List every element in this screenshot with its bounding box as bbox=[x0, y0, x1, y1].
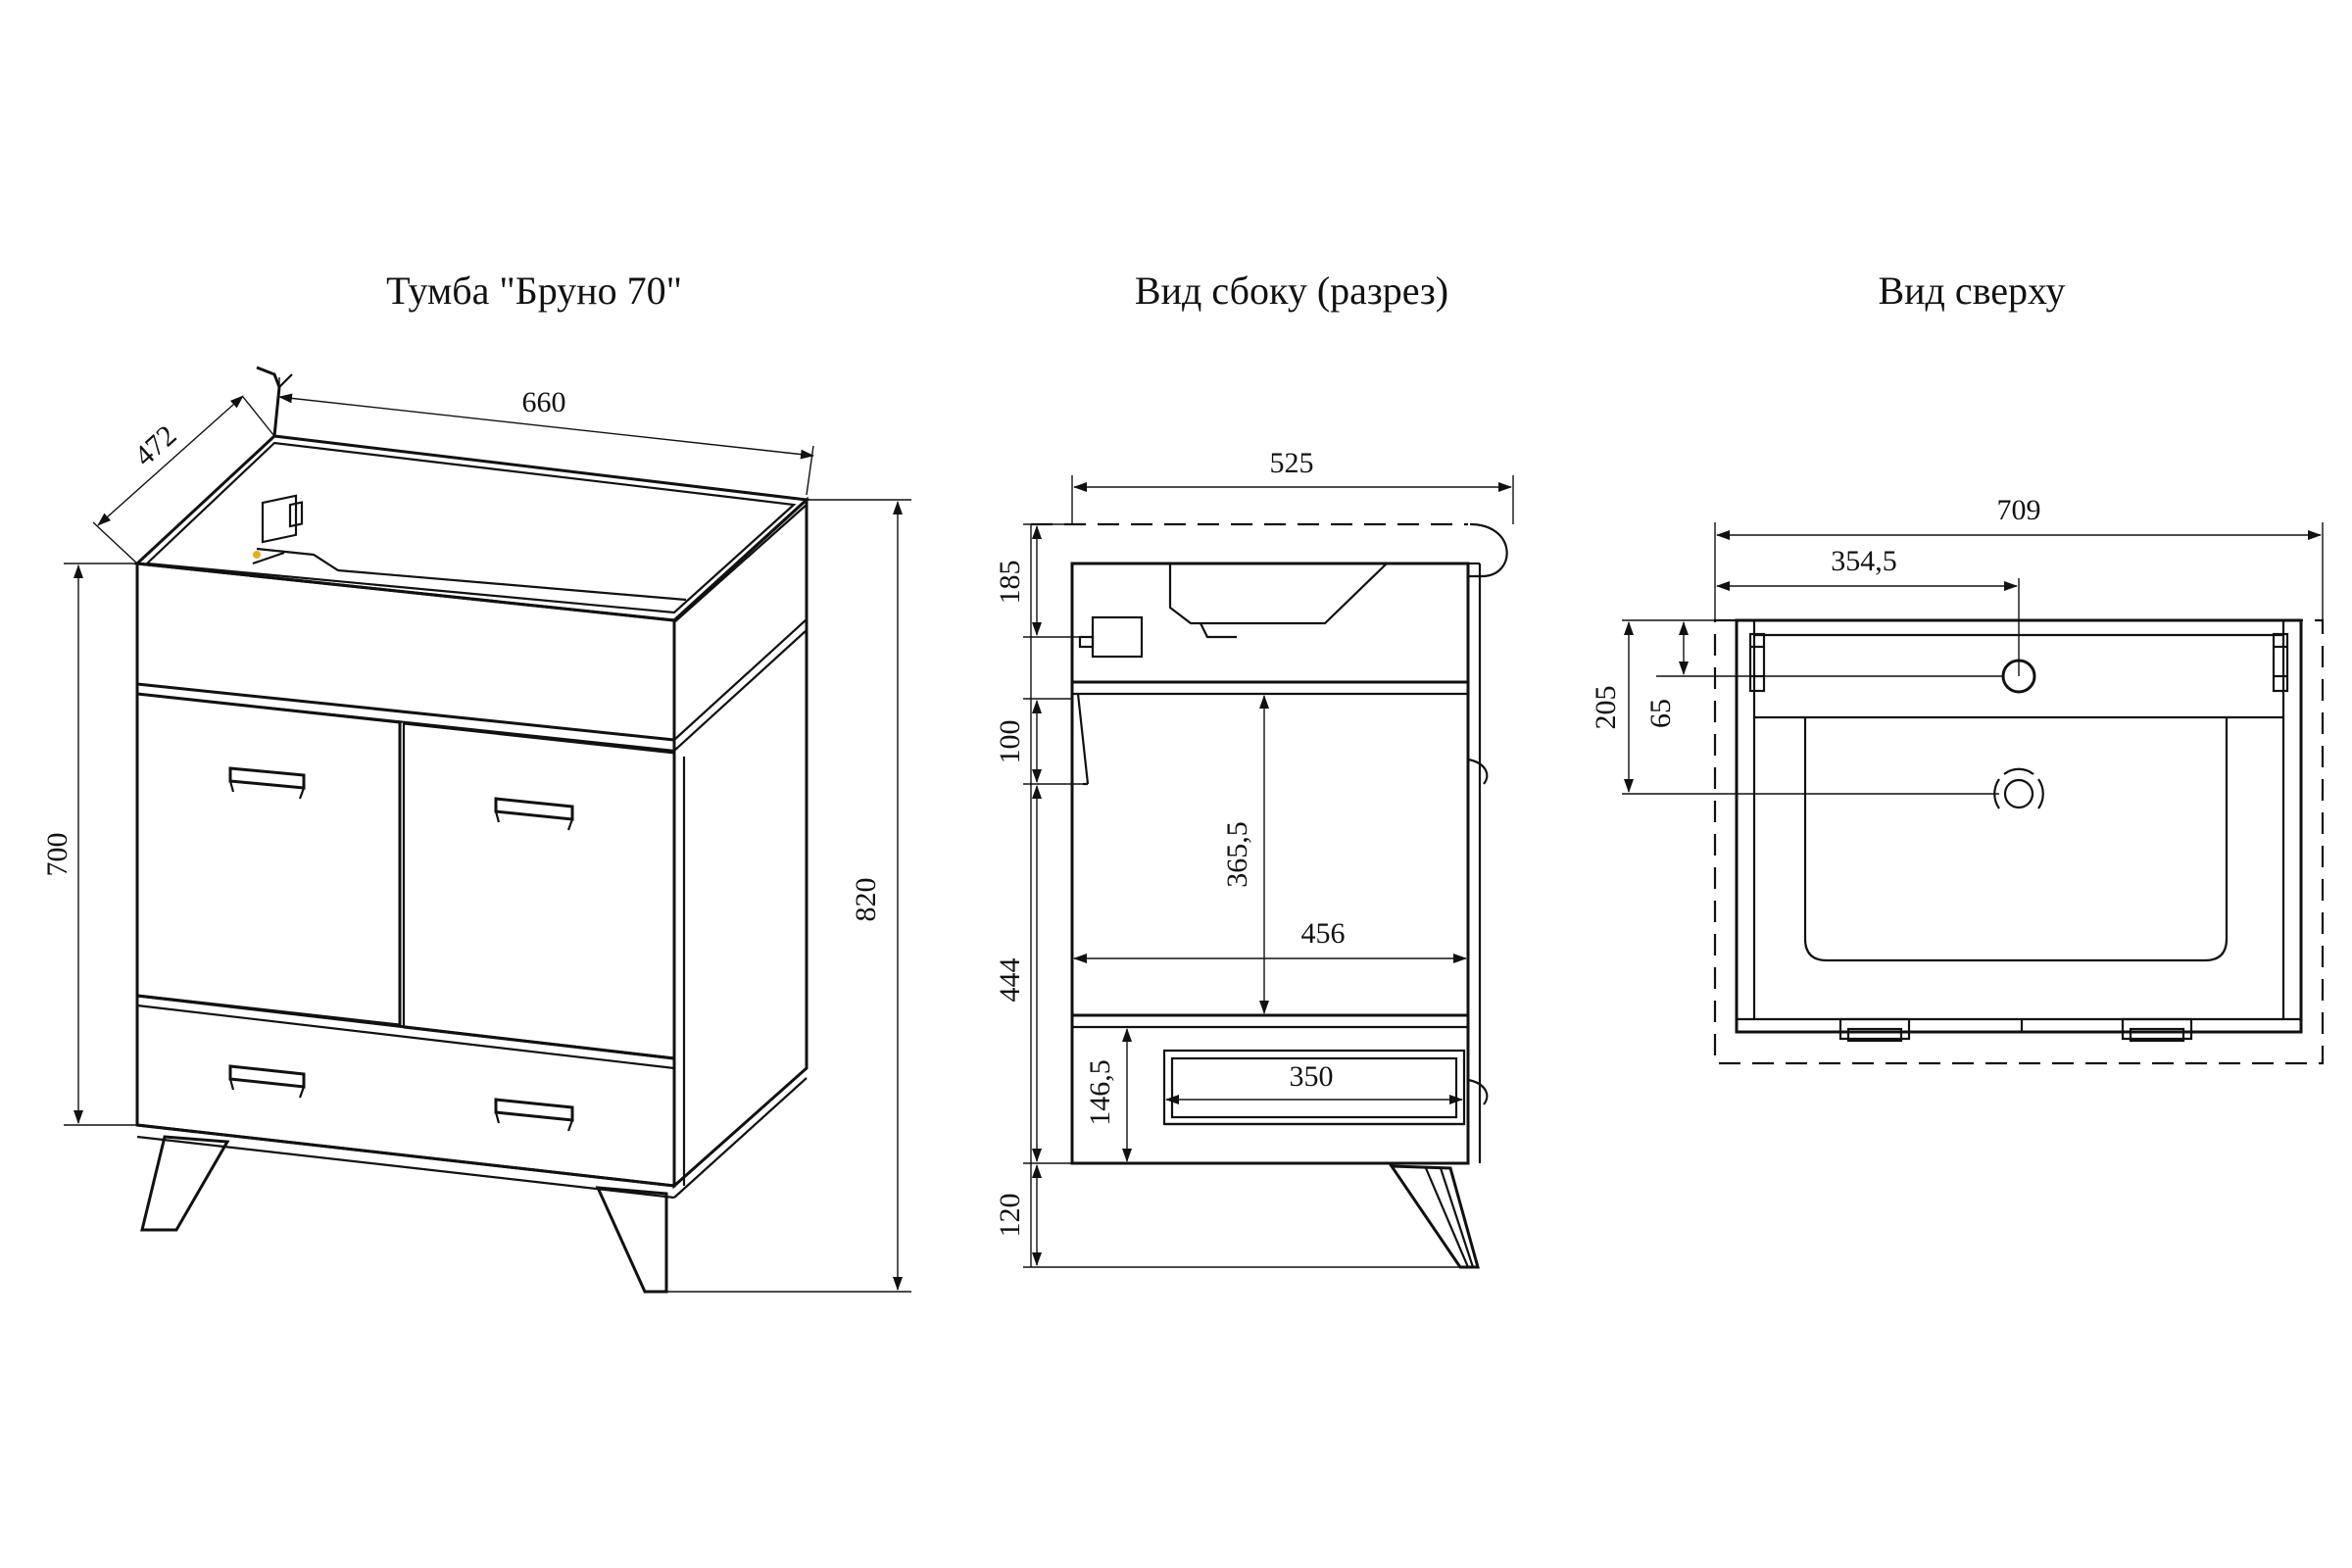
handle-icon bbox=[228, 1064, 306, 1099]
basin-bowl bbox=[1754, 715, 2283, 962]
dim-top-width: 709 bbox=[1997, 494, 2041, 526]
hinge-icon bbox=[1748, 632, 1766, 693]
dim-side-legs: 120 bbox=[994, 1194, 1026, 1238]
handle-icon bbox=[494, 1098, 574, 1132]
dim-top-depth: 205 bbox=[1590, 686, 1622, 730]
dim-side-lower-height: 444 bbox=[994, 958, 1026, 1003]
leg-left bbox=[140, 1135, 230, 1232]
dim-side-depth: 525 bbox=[1270, 447, 1314, 479]
handle-icon bbox=[494, 797, 574, 831]
drain-icon bbox=[2003, 778, 2034, 809]
hinge-icon bbox=[2272, 632, 2289, 693]
title-side-view: Вид сбоку (разрез) bbox=[1135, 269, 1448, 313]
door-right bbox=[403, 721, 676, 1060]
cabinet-top-outline bbox=[1735, 618, 2303, 1034]
dim-width-front: 660 bbox=[522, 386, 566, 418]
accent-marker bbox=[253, 551, 261, 559]
dim-side-inner-height: 365,5 bbox=[1221, 821, 1253, 888]
dim-depth-front: 472 bbox=[128, 419, 183, 473]
handle-icon bbox=[228, 766, 306, 800]
cabinet-front bbox=[135, 562, 676, 1188]
handle-icon bbox=[2121, 1017, 2193, 1043]
siphon-icon bbox=[1091, 615, 1144, 659]
title-top-view: Вид сверху bbox=[1878, 269, 2065, 313]
handle-hook-icon bbox=[1467, 1078, 1489, 1105]
title-main: Тумба "Бруно 70" bbox=[386, 269, 682, 313]
dim-total-height: 820 bbox=[850, 878, 882, 922]
drawer-front bbox=[136, 994, 675, 1060]
dim-side-drawer-width: 350 bbox=[1290, 1060, 1334, 1093]
dim-side-gap: 100 bbox=[994, 720, 1026, 764]
handle-hook-icon bbox=[1467, 758, 1489, 785]
side-leg bbox=[1389, 1164, 1480, 1269]
door-left bbox=[136, 692, 402, 1027]
dim-body-height: 700 bbox=[41, 833, 74, 877]
dim-top-hole-offset: 65 bbox=[1644, 699, 1677, 728]
dim-side-inner-width: 456 bbox=[1301, 917, 1346, 950]
side-view: 525 185 100 444 120 365,5 456 146,5 350 bbox=[994, 447, 1514, 1269]
top-view: 709 354,5 205 65 bbox=[1590, 494, 2325, 1065]
faucet-block bbox=[261, 494, 298, 544]
handle-icon bbox=[1838, 1017, 1911, 1043]
dim-top-half-width: 354,5 bbox=[1831, 545, 1897, 577]
front-view: 472 660 700 820 bbox=[41, 366, 911, 1294]
dim-side-drawer-height: 146,5 bbox=[1084, 1059, 1116, 1126]
side-cabinet-body bbox=[1070, 562, 1470, 1165]
leg-right bbox=[595, 1186, 668, 1294]
cabinet-side bbox=[672, 496, 808, 1190]
dim-side-top-height: 185 bbox=[994, 561, 1026, 605]
